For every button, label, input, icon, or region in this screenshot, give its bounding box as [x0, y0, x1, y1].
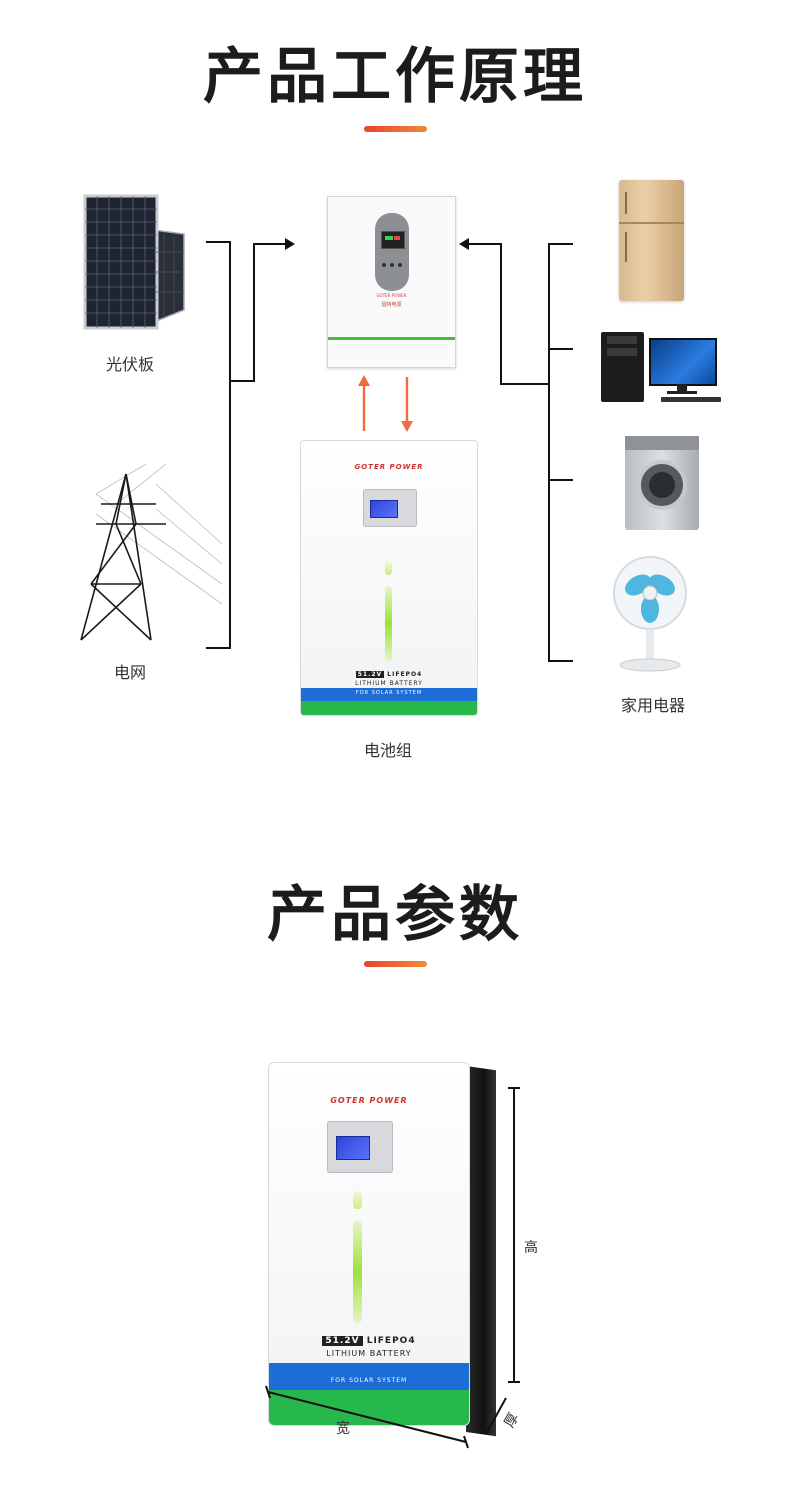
connector-line [548, 479, 573, 481]
battery-brand: GOTER POWER [354, 463, 424, 471]
connector-line [548, 660, 573, 662]
battery-brand-large: GOTER POWER [330, 1096, 408, 1105]
battery-type: LITHIUM BATTERY [355, 680, 423, 687]
section-title-parameters: 产品参数 [267, 880, 523, 950]
connector-line [253, 243, 255, 382]
battery-pack-image-small: GOTER POWER 51.2V LIFEPO4 LITHIUM BATTER… [300, 440, 478, 716]
connector-line [500, 243, 502, 385]
battery-voltage: 51.2V [355, 671, 385, 678]
dimension-width-label: 宽 [336, 1421, 350, 1437]
inverter-brand-cn: 固特电源 [381, 302, 402, 308]
connector-line [206, 647, 231, 649]
battery-lcd-large [327, 1121, 393, 1173]
arrow-up-icon [358, 375, 370, 386]
inverter-image: GOTER POWER 固特电源 [327, 196, 456, 368]
connector-line [206, 241, 231, 243]
charge-discharge-arrows [358, 375, 413, 432]
refrigerator-image [619, 180, 684, 301]
connector-line [253, 243, 287, 245]
inverter-green-stripe [328, 337, 455, 340]
electric-fan-image [613, 556, 687, 672]
computer-image [601, 332, 723, 404]
label-solar-panel: 光伏板 [105, 355, 154, 374]
section-title-working-principle: 产品工作原理 [203, 42, 587, 112]
connector-line [548, 243, 550, 662]
dimension-height-label: 高 [524, 1240, 538, 1256]
battery-voltage-large: 51.2V [322, 1336, 363, 1346]
connector-line [548, 348, 573, 350]
arrow-right-icon [285, 238, 295, 250]
battery-chemistry-large: LIFEPO4 [366, 1336, 416, 1346]
dimension-lines [265, 1087, 520, 1449]
title-accent-bar [364, 126, 427, 132]
inverter-brand: GOTER POWER [376, 293, 407, 298]
connector-line [229, 380, 255, 382]
battery-lcd [363, 489, 417, 527]
battery-type-large: LITHIUM BATTERY [326, 1349, 412, 1358]
connector-line [229, 241, 231, 649]
battery-tagline-large: FOR SOLAR SYSTEM [330, 1377, 408, 1384]
title-accent-bar [364, 961, 427, 967]
solar-panel-image [83, 194, 185, 330]
arrow-down-icon [401, 421, 413, 432]
label-appliances: 家用电器 [620, 696, 685, 715]
arrow-left-icon [459, 238, 469, 250]
battery-chemistry: LIFEPO4 [387, 671, 423, 678]
label-power-grid: 电网 [113, 663, 146, 682]
battery-pack-image-large: GOTER POWER 51.2V LIFEPO4 LITHIUM BATTER… [268, 1062, 470, 1426]
label-battery-pack: 电池组 [363, 741, 412, 760]
battery-tagline: FOR SOLAR SYSTEM [355, 690, 423, 696]
connector-line [467, 243, 502, 245]
power-tower-image [80, 464, 222, 641]
connector-line [500, 383, 550, 385]
washing-machine-image [625, 436, 699, 530]
connector-line [548, 243, 573, 245]
inverter-panel [375, 213, 409, 291]
